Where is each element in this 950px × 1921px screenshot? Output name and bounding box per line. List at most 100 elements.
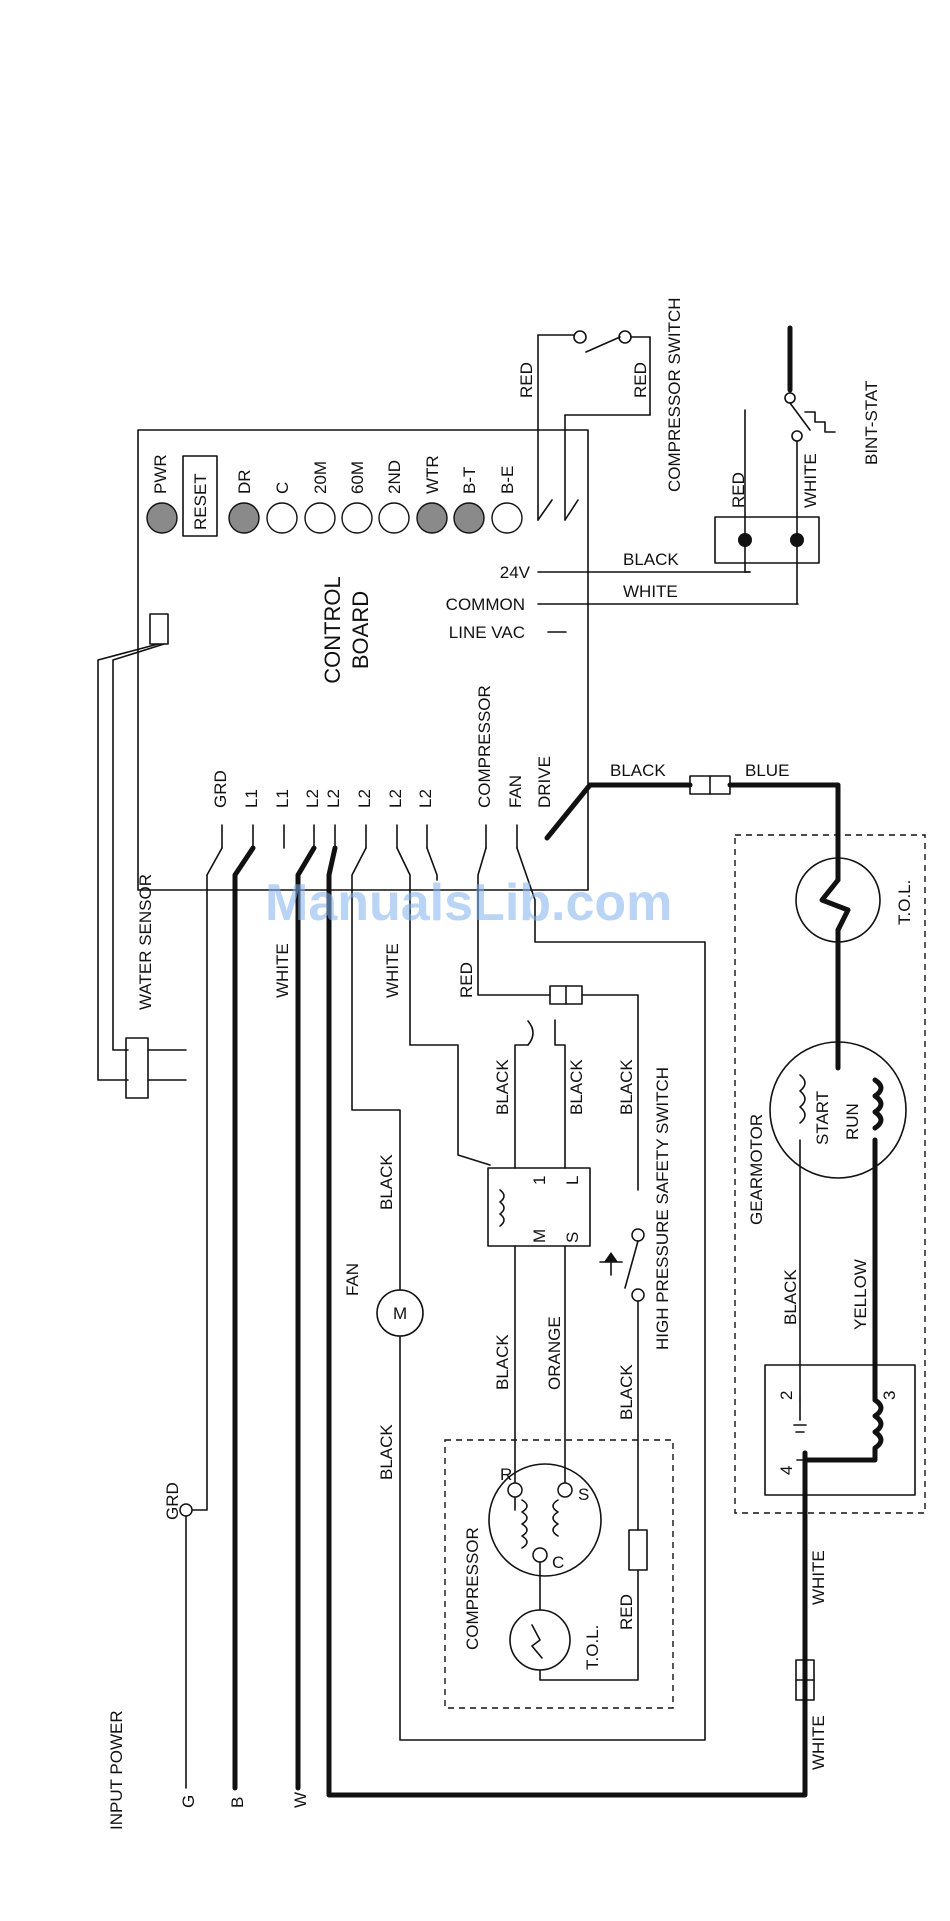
led-20m-label: 20M [311, 461, 330, 494]
terminal-l2-a: L2 [303, 789, 322, 808]
cap-pin-3: 3 [880, 1391, 899, 1400]
wire-label-black-c: BLACK [617, 1059, 636, 1115]
relay-pin-m: M [530, 1229, 549, 1243]
gearmotor-run: RUN [843, 1103, 862, 1140]
wire-label-black-b: BLACK [567, 1059, 586, 1115]
terminal-l1-b: L1 [273, 789, 292, 808]
compressor-switch-label: COMPRESSOR SWITCH [665, 297, 684, 492]
water-sensor [125, 1037, 149, 1099]
wire-b [232, 845, 256, 1791]
input-b: B [228, 1797, 247, 1808]
water-sensor-label: WATER SENSOR [136, 874, 155, 1010]
led-be [491, 502, 523, 534]
terminal-line-vac: LINE VAC [449, 623, 525, 642]
comp-pin-s: S [578, 1485, 589, 1504]
gearmotor-capacitor [764, 1364, 916, 1496]
input-w: W [291, 1792, 310, 1808]
led-wtr [416, 502, 448, 534]
terminal-l1-a: L1 [242, 789, 261, 808]
wire-label-white-bin: WHITE [801, 453, 820, 508]
compressor-box [444, 1439, 674, 1709]
led-2nd [378, 502, 410, 534]
comp-pin-r: R [500, 1465, 512, 1484]
fan-motor-label: M [393, 1304, 407, 1323]
cap-pin-4: 4 [777, 1466, 796, 1475]
cap-pin-2: 2 [777, 1391, 796, 1400]
gearmotor-start: START [813, 1091, 832, 1145]
led-dr [228, 502, 260, 534]
relay-pin-l: L [563, 1176, 582, 1185]
start-relay [487, 1167, 591, 1247]
led-pwr-label: PWR [151, 454, 170, 494]
wire-label-red-comp: RED [457, 962, 476, 998]
wire-neutral-loop [326, 845, 808, 1798]
led-c [266, 502, 298, 534]
wire-label-red-1: RED [517, 362, 536, 398]
wire-label-white-in1: WHITE [809, 1550, 828, 1605]
wire-label-white-in2: WHITE [809, 1715, 828, 1770]
wire-label-white-common: WHITE [623, 582, 678, 601]
control-board-outline [137, 429, 589, 891]
wire-label-orange: ORANGE [545, 1316, 564, 1390]
control-board-title-2: BOARD [348, 591, 373, 669]
wire-label-black-hp: BLACK [617, 1364, 636, 1420]
reset-button-label: RESET [191, 473, 210, 530]
input-power-label: INPUT POWER [107, 1710, 126, 1830]
led-wtr-label: WTR [423, 455, 442, 494]
terminal-common: COMMON [446, 595, 525, 614]
fan-motor [376, 1289, 424, 1337]
led-pwr [146, 502, 178, 534]
wire-label-black-cap: BLACK [781, 1269, 800, 1325]
terminal-24v: 24V [500, 563, 531, 582]
watermark: ManualsLib.com [265, 874, 672, 932]
wire-label-white-l2a: WHITE [273, 943, 292, 998]
relay-pin-1: 1 [530, 1176, 549, 1185]
wire-label-black-fan: BLACK [377, 1154, 396, 1210]
led-bt [453, 502, 485, 534]
bin-stat-label: BINT-STAT [862, 381, 881, 465]
relay-pin-s: S [563, 1232, 582, 1243]
terminal-l2-e: L2 [416, 789, 435, 808]
led-dr-label: DR [235, 469, 254, 494]
led-60m-label: 60M [348, 461, 367, 494]
gearmotor-box [734, 834, 926, 1514]
input-g: G [179, 1795, 198, 1808]
terminal-l2-c: L2 [355, 789, 374, 808]
hp-switch-label-1: HIGH PRESSURE SAFETY SWITCH [653, 1067, 672, 1350]
compressor-label: COMPRESSOR [463, 1527, 482, 1650]
wire-label-black-24v: BLACK [623, 550, 679, 569]
bin-stat-symbol [804, 411, 836, 433]
wire-label-black-m: BLACK [493, 1334, 512, 1390]
wire-label-blue: BLUE [745, 761, 789, 780]
reset-button[interactable] [182, 455, 218, 537]
wire-label-red-2: RED [631, 362, 650, 398]
wire-w [295, 845, 317, 1791]
led-2nd-label: 2ND [385, 460, 404, 494]
gearmotor [769, 1041, 907, 1179]
ground-label: GRD [163, 1482, 182, 1520]
led-be-label: B-E [498, 466, 517, 494]
control-board-title: CONTROL [320, 576, 345, 684]
led-bt-label: B-T [460, 467, 479, 494]
terminal-l2-d: L2 [386, 789, 405, 808]
terminal-drive: DRIVE [535, 756, 554, 808]
comp-tol-label: T.O.L. [583, 1625, 602, 1670]
wire-label-red-bin: RED [729, 472, 748, 508]
gearmotor-tol-label: T.O.L. [895, 880, 914, 925]
wire-label-red-tol: RED [617, 1594, 636, 1630]
comp-pin-c: C [552, 1553, 564, 1572]
fan-label: FAN [343, 1263, 362, 1296]
led-60m [341, 502, 373, 534]
wire-label-white-l2b: WHITE [383, 943, 402, 998]
terminal-fan: FAN [506, 775, 525, 808]
wire-label-black-a: BLACK [493, 1059, 512, 1115]
gearmotor-label: GEARMOTOR [747, 1114, 766, 1225]
terminal-l2-b: L2 [324, 789, 343, 808]
wire-label-black-fan2: BLACK [377, 1424, 396, 1480]
terminal-block [714, 516, 820, 564]
led-c-label: C [273, 482, 292, 494]
wire-label-black-drive: BLACK [610, 761, 666, 780]
terminal-grd: GRD [211, 770, 230, 808]
terminal-compressor: COMPRESSOR [475, 685, 494, 808]
